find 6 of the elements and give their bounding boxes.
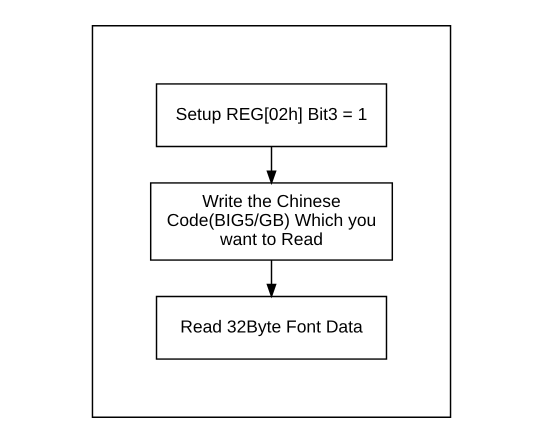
node-box: Write the Chinese Code(BIG5/GB) Which you want to Read (150, 182, 394, 261)
arrow (266, 260, 277, 298)
cluster (92, 25, 452, 418)
node-box: Read 32Byte Font Data (156, 296, 388, 360)
node-box: Setup REG[02h] Bit3 = 1 (156, 83, 388, 148)
arrow (266, 146, 277, 186)
